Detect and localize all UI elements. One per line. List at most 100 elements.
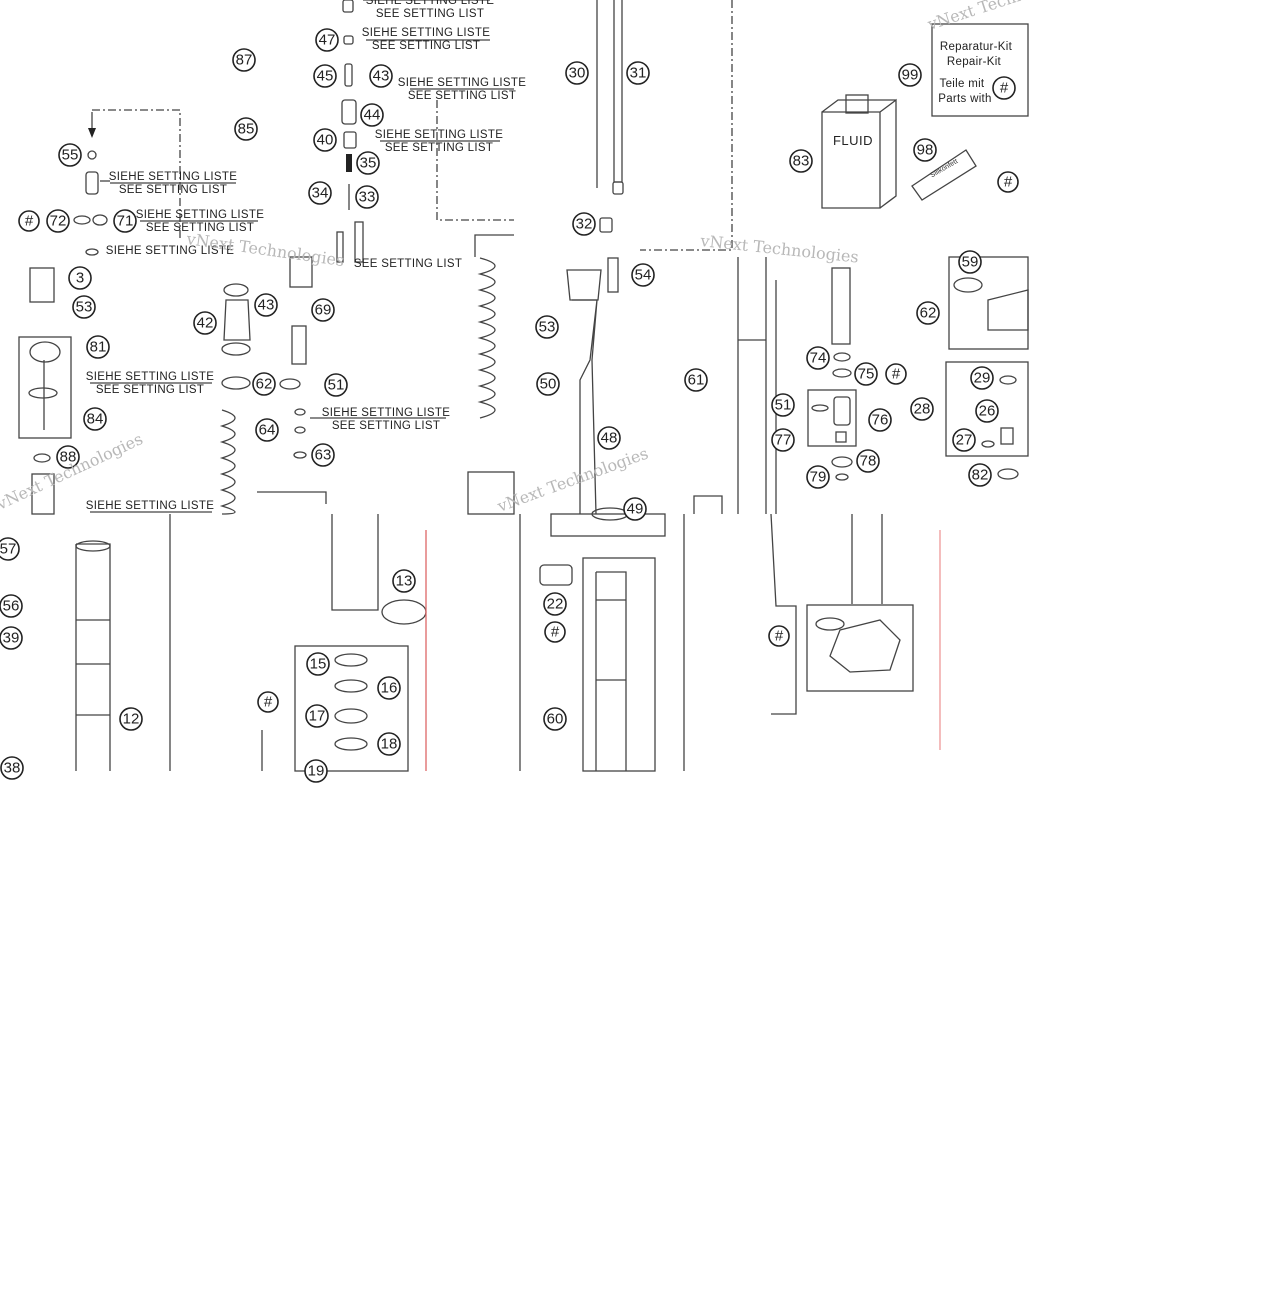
callout-79: 79 bbox=[806, 465, 830, 489]
kit-symbol-icon: # bbox=[885, 363, 907, 385]
callout-number: 47 bbox=[319, 32, 336, 49]
callout-number: 39 bbox=[3, 630, 20, 647]
callout-15: 15 bbox=[306, 652, 330, 676]
callout-number: 28 bbox=[914, 401, 931, 418]
kit-symbol-icon: # bbox=[18, 210, 40, 232]
callout-number: 87 bbox=[236, 52, 253, 69]
svg-text:#: # bbox=[264, 694, 273, 711]
callout-61: 61 bbox=[684, 368, 708, 392]
svg-text:SIEHE SETTING LISTE: SIEHE SETTING LISTE bbox=[86, 371, 214, 383]
callout-number: 22 bbox=[547, 596, 564, 613]
repair-kit-box: Reparatur-Kit Repair-Kit Teile mit Parts… bbox=[938, 41, 1012, 105]
tile-bottom-left bbox=[75, 514, 171, 771]
callout-number: 75 bbox=[858, 366, 875, 383]
svg-text:#: # bbox=[551, 624, 560, 641]
callout-number: 35 bbox=[360, 155, 377, 172]
callout-44: 44 bbox=[360, 103, 384, 127]
callout-number: 53 bbox=[539, 319, 556, 336]
svg-text:SEE SETTING LIST: SEE SETTING LIST bbox=[385, 142, 493, 154]
callout-number: 19 bbox=[308, 763, 325, 780]
tile-top-right bbox=[821, 23, 1029, 209]
callout-56: 56 bbox=[0, 594, 23, 618]
repair-kit-line1: Reparatur-Kit bbox=[940, 41, 1013, 53]
callout-43: 43 bbox=[369, 64, 393, 88]
callout-number: 88 bbox=[60, 449, 77, 466]
callout-number: 50 bbox=[540, 376, 557, 393]
callout-number: 60 bbox=[547, 711, 564, 728]
callout-82: 82 bbox=[968, 463, 992, 487]
callout-55: 55 bbox=[58, 143, 82, 167]
callout-47: 47 bbox=[315, 28, 339, 52]
callout-number: 43 bbox=[258, 297, 275, 314]
callout-number: 69 bbox=[315, 302, 332, 319]
callout-number: 74 bbox=[810, 350, 827, 367]
callout-number: 16 bbox=[381, 680, 398, 697]
svg-text:SEE SETTING LIST: SEE SETTING LIST bbox=[332, 420, 440, 432]
callout-number: 99 bbox=[902, 67, 919, 84]
callout-60: 60 bbox=[543, 707, 567, 731]
callout-16: 16 bbox=[377, 676, 401, 700]
tile-top-left bbox=[73, 109, 258, 256]
callout-87: 87 bbox=[232, 48, 256, 72]
svg-text:SIEHE SETTING LISTE: SIEHE SETTING LISTE bbox=[109, 171, 237, 183]
callout-77: 77 bbox=[771, 428, 795, 452]
callout-number: 48 bbox=[601, 430, 618, 447]
tile-middle-left bbox=[18, 267, 212, 515]
callout-34: 34 bbox=[308, 181, 332, 205]
svg-text:SIEHE SETTING LISTE: SIEHE SETTING LISTE bbox=[375, 129, 503, 141]
callout-64: 64 bbox=[255, 418, 279, 442]
callout-number: 49 bbox=[627, 501, 644, 518]
callout-31: 31 bbox=[626, 61, 650, 85]
callout-62: 62 bbox=[252, 372, 276, 396]
callout-number: 55 bbox=[62, 147, 79, 164]
svg-text:#: # bbox=[1000, 80, 1009, 97]
callout-number: 61 bbox=[688, 372, 705, 389]
callout-13: 13 bbox=[392, 569, 416, 593]
svg-text:SEE SETTING LIST: SEE SETTING LIST bbox=[372, 40, 480, 52]
repair-kit-symbol: # bbox=[992, 76, 1016, 100]
callout-49: 49 bbox=[623, 497, 647, 521]
callout-88: 88 bbox=[56, 445, 80, 469]
callout-59: 59 bbox=[958, 250, 982, 274]
callout-39: 39 bbox=[0, 626, 23, 650]
callout-number: 57 bbox=[0, 541, 16, 558]
callout-number: 17 bbox=[309, 708, 326, 725]
kit-symbol-icon: # bbox=[257, 691, 279, 713]
callout-84: 84 bbox=[83, 407, 107, 431]
watermark-3: vNext Technologies bbox=[924, 0, 1082, 34]
setting-list-note: SIEHE SETTING LISTE bbox=[106, 245, 234, 257]
callout-number: 76 bbox=[872, 412, 889, 429]
svg-text:SIEHE SETTING LISTE: SIEHE SETTING LISTE bbox=[398, 77, 526, 89]
callout-number: 31 bbox=[630, 65, 647, 82]
callout-number: 13 bbox=[396, 573, 413, 590]
callout-45: 45 bbox=[313, 64, 337, 88]
setting-list-note: SEE SETTING LIST bbox=[354, 258, 462, 270]
callout-number: 82 bbox=[972, 467, 989, 484]
callout-number: 18 bbox=[381, 736, 398, 753]
callout-69: 69 bbox=[311, 298, 335, 322]
callout-40: 40 bbox=[313, 128, 337, 152]
callout-51: 51 bbox=[771, 393, 795, 417]
callout-98: 98 bbox=[913, 138, 937, 162]
svg-text:SEE SETTING LIST: SEE SETTING LIST bbox=[146, 222, 254, 234]
callout-number: 3 bbox=[76, 270, 84, 287]
callout-71: 71 bbox=[113, 209, 137, 233]
svg-text:#: # bbox=[775, 628, 784, 645]
callout-63: 63 bbox=[311, 443, 335, 467]
callout-number: 51 bbox=[328, 377, 345, 394]
callout-number: 83 bbox=[793, 153, 810, 170]
callout-number: 77 bbox=[775, 432, 792, 449]
callout-76: 76 bbox=[868, 408, 892, 432]
svg-text:SEE SETTING LIST: SEE SETTING LIST bbox=[96, 384, 204, 396]
callout-number: 51 bbox=[775, 397, 792, 414]
callout-50: 50 bbox=[536, 372, 560, 396]
callout-number: 78 bbox=[860, 453, 877, 470]
callout-number: 32 bbox=[576, 216, 593, 233]
kit-symbol-icon: # bbox=[768, 625, 790, 647]
